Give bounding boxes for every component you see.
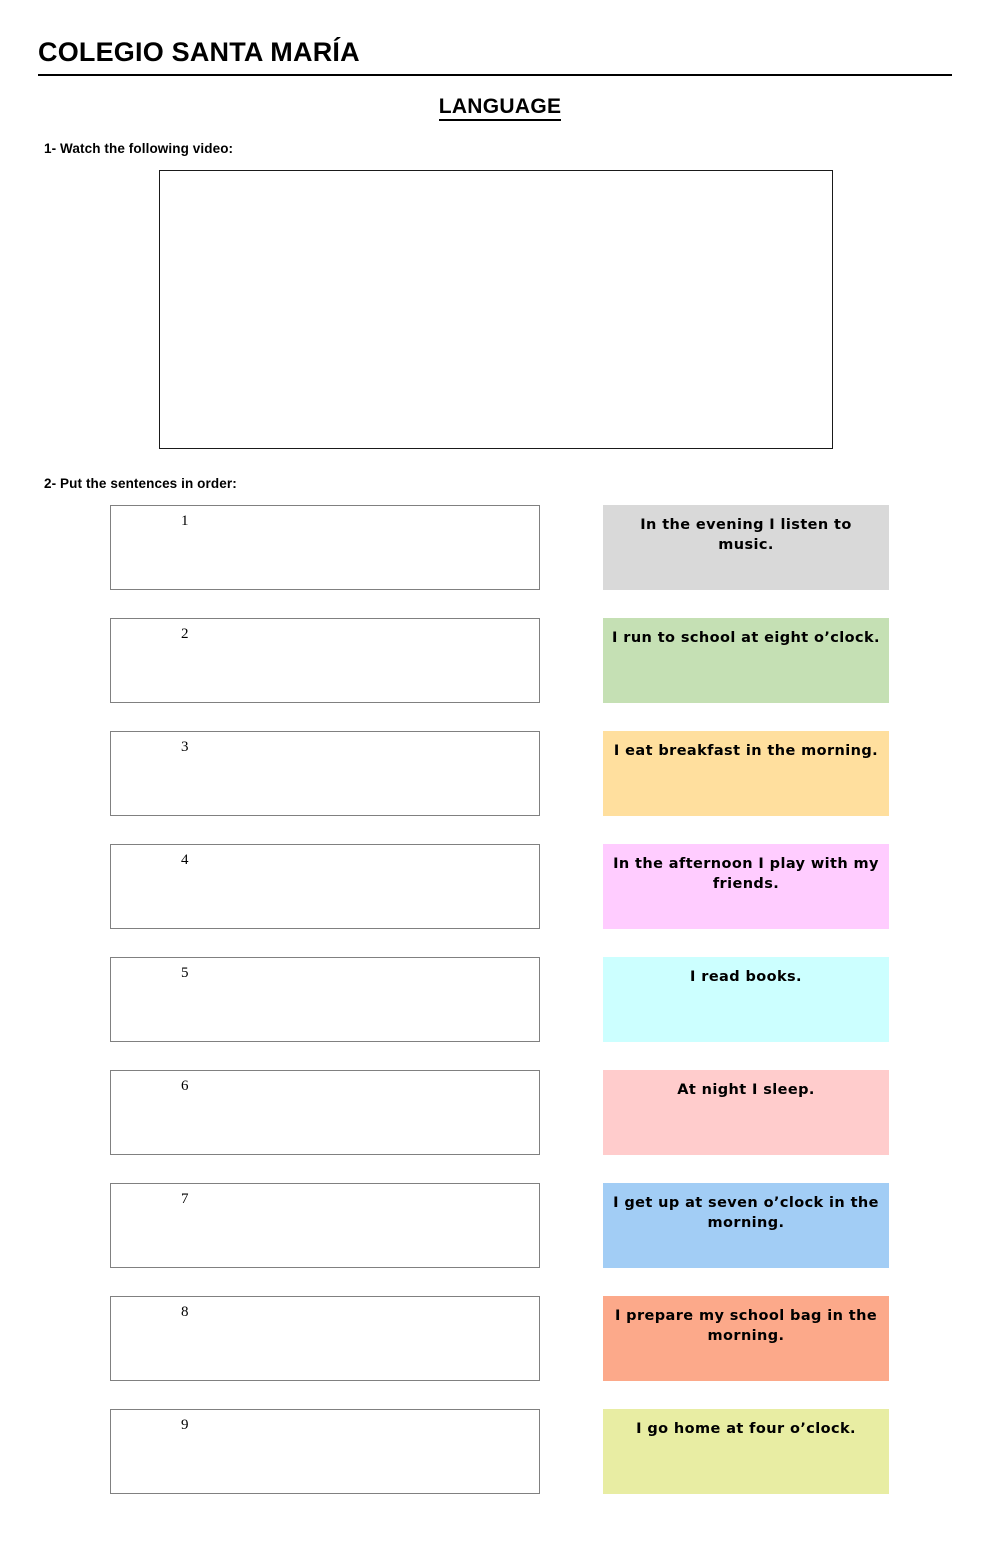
- page-title-text: LANGUAGE: [438, 95, 562, 121]
- answer-drop-box[interactable]: 1: [110, 505, 540, 590]
- ordering-row: 8 I prepare my school bag in the morning.: [0, 1296, 1000, 1381]
- answer-slot-number: 2: [181, 626, 189, 642]
- answer-slot-number: 8: [181, 1304, 189, 1320]
- sentence-card[interactable]: I prepare my school bag in the morning.: [603, 1296, 889, 1381]
- answer-slot-number: 1: [181, 513, 189, 529]
- answer-slot-number: 9: [181, 1417, 189, 1433]
- answer-slot-number: 4: [181, 852, 189, 868]
- school-name-heading: COLEGIO SANTA MARÍA: [38, 37, 360, 67]
- answer-slot-number: 6: [181, 1078, 189, 1094]
- sentence-card[interactable]: I go home at four o’clock.: [603, 1409, 889, 1494]
- sentence-card[interactable]: I run to school at eight o’clock.: [603, 618, 889, 703]
- ordering-row: 2 I run to school at eight o’clock.: [0, 618, 1000, 703]
- answer-drop-box[interactable]: 7: [110, 1183, 540, 1268]
- sentence-card[interactable]: I get up at seven o’clock in the morning…: [603, 1183, 889, 1268]
- instruction-put-in-order: 2- Put the sentences in order:: [44, 476, 237, 491]
- answer-drop-box[interactable]: 2: [110, 618, 540, 703]
- ordering-row: 6 At night I sleep.: [0, 1070, 1000, 1155]
- sentence-card[interactable]: I read books.: [603, 957, 889, 1042]
- ordering-rows: 1 In the evening I listen to music. 2 I run…: [0, 505, 1000, 1522]
- answer-drop-box[interactable]: 6: [110, 1070, 540, 1155]
- ordering-row: 7 I get up at seven o’clock in the mornin…: [0, 1183, 1000, 1268]
- sentence-card[interactable]: At night I sleep.: [603, 1070, 889, 1155]
- ordering-row: 9 I go home at four o’clock.: [0, 1409, 1000, 1494]
- video-placeholder[interactable]: [159, 170, 833, 449]
- ordering-row: 1 In the evening I listen to music.: [0, 505, 1000, 590]
- answer-drop-box[interactable]: 4: [110, 844, 540, 929]
- page-title: LANGUAGE: [0, 95, 1000, 121]
- instruction-watch-video: 1- Watch the following video:: [44, 141, 234, 156]
- answer-drop-box[interactable]: 3: [110, 731, 540, 816]
- ordering-row: 4 In the afternoon I play with my friends…: [0, 844, 1000, 929]
- header-divider: [38, 74, 952, 76]
- answer-drop-box[interactable]: 5: [110, 957, 540, 1042]
- answer-slot-number: 3: [181, 739, 189, 755]
- answer-slot-number: 7: [181, 1191, 189, 1207]
- sentence-card[interactable]: In the afternoon I play with my friends.: [603, 844, 889, 929]
- answer-drop-box[interactable]: 8: [110, 1296, 540, 1381]
- ordering-row: 3 I eat breakfast in the morning.: [0, 731, 1000, 816]
- ordering-row: 5 I read books.: [0, 957, 1000, 1042]
- sentence-card[interactable]: I eat breakfast in the morning.: [603, 731, 889, 816]
- answer-slot-number: 5: [181, 965, 189, 981]
- sentence-card[interactable]: In the evening I listen to music.: [603, 505, 889, 590]
- answer-drop-box[interactable]: 9: [110, 1409, 540, 1494]
